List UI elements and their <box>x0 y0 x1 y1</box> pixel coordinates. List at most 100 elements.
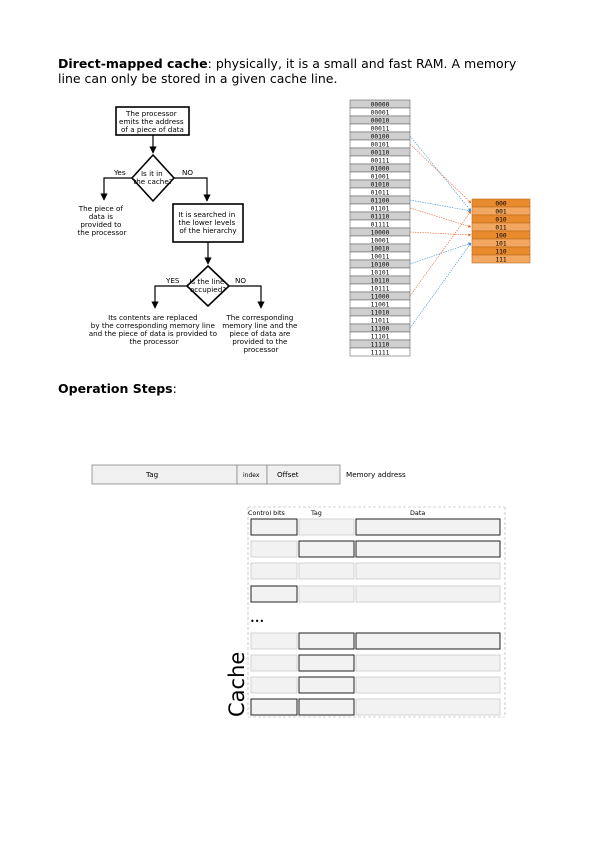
cache-table: Control bits Tag Data ••• Cache <box>225 506 506 718</box>
tag-cell <box>298 540 355 558</box>
memory-line-label: 11110 <box>371 342 390 349</box>
memory-line-label: 11000 <box>371 294 390 301</box>
mapping-arrow <box>409 231 472 237</box>
memory-address-bar: Tag index Offset Memory address <box>91 464 406 485</box>
control-bits-cell <box>250 698 298 716</box>
col-control-bits: Control bits <box>248 509 285 517</box>
address-offset-field <box>266 464 341 485</box>
tag-cell <box>298 632 355 650</box>
start-box <box>115 106 190 136</box>
intro-title: Direct-mapped cache <box>58 56 208 71</box>
memory-line-label: 00010 <box>371 118 390 125</box>
replaced-text: Its contents are replaced by the corresp… <box>89 313 220 346</box>
cache-line-label: 110 <box>495 249 506 256</box>
cache-side-label: Cache <box>225 652 249 717</box>
yes2-label: YES <box>165 276 180 285</box>
memory-line-label: 01111 <box>371 222 390 229</box>
cache-line-label: 111 <box>495 257 506 264</box>
col-tag: Tag <box>310 509 322 517</box>
memory-line-label: 10010 <box>371 246 390 253</box>
control-bits-cell <box>250 540 298 558</box>
memory-line-label: 10000 <box>371 230 390 237</box>
memory-line-label: 01001 <box>371 174 390 181</box>
operation-suffix: : <box>172 381 177 396</box>
memory-line-label: 01110 <box>371 214 390 221</box>
memory-line-label: 11100 <box>371 326 390 333</box>
memory-line-label: 00011 <box>371 126 390 133</box>
mapping-arrow <box>409 242 472 329</box>
memory-line-label: 01011 <box>371 190 390 197</box>
cache-ellipsis: ••• <box>250 617 264 626</box>
data-cell <box>355 585 501 603</box>
intro-text: : physically, it is a small and fast RAM… <box>58 56 517 86</box>
cache-line-label: 100 <box>495 233 506 240</box>
data-cell <box>355 562 501 580</box>
memory-line-label: 10110 <box>371 278 390 285</box>
memory-cache-mapping: 0000000001000100001100100001010011000111… <box>349 99 531 357</box>
memory-line-label: 01010 <box>371 182 390 189</box>
control-bits-cell <box>250 585 298 603</box>
address-index-label: index <box>243 472 260 479</box>
memory-line-label: 10001 <box>371 238 390 245</box>
memory-line-cell <box>349 347 411 357</box>
memory-line-label: 00111 <box>371 158 390 165</box>
tag-cell <box>298 585 355 603</box>
stored-text: The corresponding memory line and the pi… <box>222 313 299 354</box>
decision2-text: Is the line occupied? <box>189 277 227 294</box>
cache-decision <box>130 153 176 203</box>
memory-line-label: 00000 <box>371 102 390 109</box>
address-tag-label: Tag <box>145 470 158 479</box>
no1-label: NO <box>182 168 193 177</box>
flowchart: The processor emits the address of a pie… <box>77 106 299 354</box>
memory-line-label: 01100 <box>371 198 390 205</box>
memory-line-label: 00110 <box>371 150 390 157</box>
tag-cell <box>298 698 355 716</box>
data-cell <box>355 676 501 694</box>
occupied-decision <box>185 264 231 308</box>
cache-line-label: 001 <box>495 209 506 216</box>
tag-cell <box>298 562 355 580</box>
tag-cell <box>298 518 355 536</box>
memory-line-label: 01000 <box>371 166 390 173</box>
yes1-label: Yes <box>113 168 126 177</box>
control-bits-cell <box>250 632 298 650</box>
data-cell <box>355 632 501 650</box>
operation-title: Operation Steps <box>58 381 173 396</box>
memory-line-label: 11111 <box>371 350 390 357</box>
memory-line-label: 01101 <box>371 206 390 213</box>
decision1-text: Is it in the cache? <box>133 169 172 186</box>
col-data: Data <box>410 509 425 517</box>
provided-text: The piece of data is provided to the pro… <box>77 204 126 237</box>
start-text: The processor emits the address of a pie… <box>119 109 186 134</box>
control-bits-cell <box>250 654 298 672</box>
data-cell <box>355 654 501 672</box>
cache-line-cell <box>471 254 531 264</box>
address-tag-field <box>91 464 238 485</box>
memory-line-label: 00101 <box>371 142 390 149</box>
mapping-arrow <box>409 199 472 212</box>
memory-line-label: 10100 <box>371 262 390 269</box>
memory-line-label: 11101 <box>371 334 390 341</box>
cache-line-label: 011 <box>495 225 506 232</box>
intro-paragraph: Direct-mapped cache: physically, it is a… <box>58 56 538 86</box>
data-cell <box>355 540 501 558</box>
mapping-arrow <box>409 207 472 228</box>
cache-line-label: 000 <box>495 201 506 208</box>
memory-line-label: 11010 <box>371 310 390 317</box>
data-cell <box>355 518 501 536</box>
memory-line-label: 10011 <box>371 254 390 261</box>
mapping-arrow <box>409 210 472 297</box>
memory-line-label: 00001 <box>371 110 390 117</box>
memory-line-label: 11011 <box>371 318 390 325</box>
control-bits-cell <box>250 562 298 580</box>
mapping-arrow <box>409 135 472 212</box>
no2-label: NO <box>235 276 246 285</box>
mapping-arrow <box>409 143 472 204</box>
cache-line-label: 010 <box>495 217 506 224</box>
address-offset-label: Offset <box>277 470 299 479</box>
data-cell <box>355 698 501 716</box>
control-bits-cell <box>250 676 298 694</box>
memory-line-label: 10111 <box>371 286 390 293</box>
operation-steps-heading: Operation Steps: <box>58 381 177 396</box>
